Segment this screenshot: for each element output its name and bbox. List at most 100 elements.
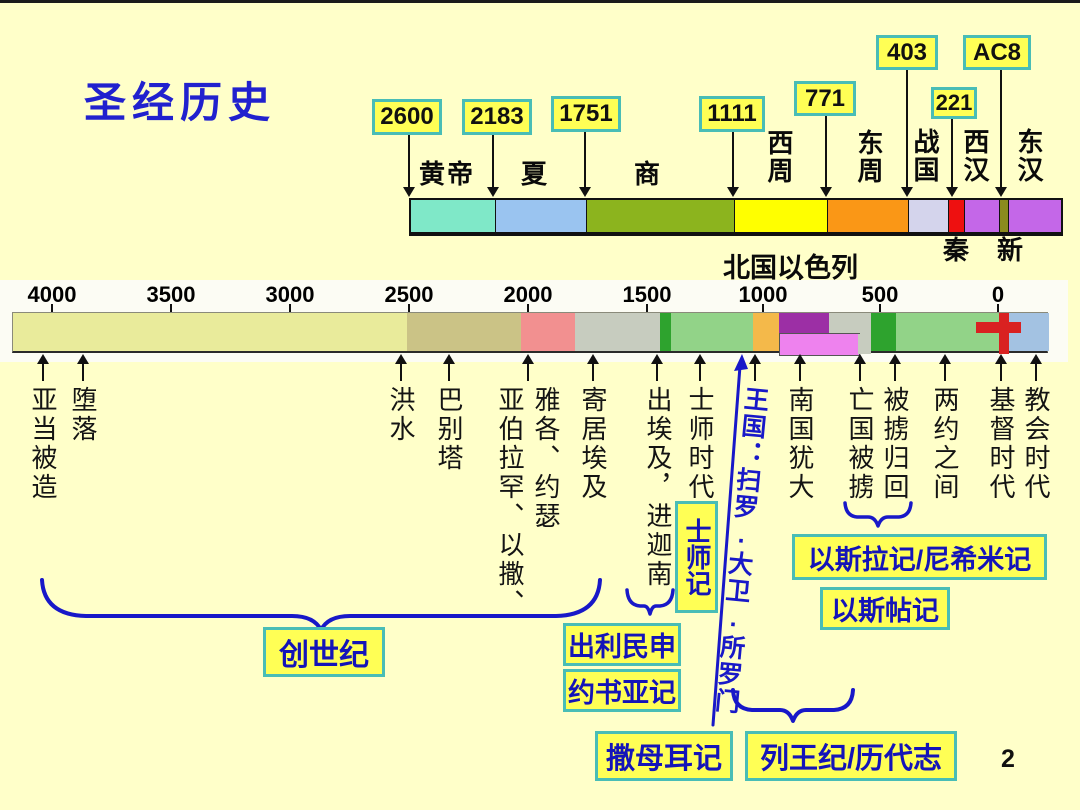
book-box-joshua: 约书亚记 [563,669,681,712]
era-segment-dongzhou [828,200,909,232]
callout-403: 403 [876,35,938,70]
event-arrow [443,354,455,381]
axis-label-1000: 1000 [738,282,788,307]
axis-tick [879,304,881,312]
axis-tick [997,304,999,312]
event-arrow [794,354,806,381]
event-arrow [395,354,407,381]
segment-postflood-era [407,313,521,351]
book-box-judges: 士师记 [675,501,718,613]
arrowhead-icon [820,187,832,197]
era-segment-qin [949,200,965,232]
event-arrow [889,354,901,381]
book-box-genesis: 创世纪 [263,627,385,677]
event-label-intertestamental: 两约之间 [930,386,960,502]
era-segment-shang [587,200,735,232]
event-arrow [522,354,534,381]
era-segment-zhanguo [909,200,949,232]
event-label-return: 被掳归回 [880,386,910,502]
callout-arrow-2183 [492,135,494,187]
event-label-adam-created: 亚当被造 [28,386,58,502]
north-kingdom-callout: 北国以色列 [723,253,858,283]
cross-icon [999,313,1009,354]
callout-arrow-771 [825,116,827,187]
callout-arrow-221 [951,119,953,187]
era-label-xizhou: 西周 [764,129,794,185]
callout-arrow-2600 [408,135,410,187]
axis-label-500: 500 [861,282,899,307]
arrowhead-icon [901,187,913,197]
brace-ezra [843,501,913,528]
era-label-zhanguo: 战国 [910,128,940,184]
arrowhead-icon [487,187,499,197]
event-arrow [77,354,89,381]
callout-1751: 1751 [551,96,621,132]
axis-label-4000: 4000 [27,282,77,307]
event-arrow [694,354,706,381]
segment-united-kingdom [753,313,779,351]
event-label-jacob-joseph: 雅各、约瑟 [531,386,561,531]
era-label-donghan: 东汉 [1014,128,1044,184]
bible-history-bar [12,312,1049,356]
segment-judges [671,313,753,351]
event-label-exodus-canaan: 出埃及，进迦南 [643,386,673,589]
era-segment-xia [496,200,587,232]
event-arrow [995,354,1007,381]
segment-south-judah [779,333,860,356]
era-label-xia: 夏 [521,159,548,189]
era-label-huangdi: 黄帝 [419,159,476,189]
axis-label-1500: 1500 [622,282,672,307]
axis-tick [289,304,291,312]
callout-771: 771 [794,81,856,116]
brace-exodus-books [625,588,675,616]
callout-221: 221 [931,87,977,119]
axis-label-2000: 2000 [503,282,553,307]
axis-label-0: 0 [991,282,1005,307]
event-label-christ-era: 基督时代 [986,386,1016,502]
event-label-abraham-isaac: 亚伯拉罕、以撒、 [495,386,525,618]
event-arrow [1030,354,1042,381]
arrowhead-icon [403,187,415,197]
book-box-ezra-nehemiah: 以斯拉记/尼希米记 [792,534,1047,580]
era-segment-xin [1000,200,1009,232]
book-box-samuel: 撒母耳记 [595,731,733,781]
callout-ac8: AC8 [963,35,1031,70]
china-dynasty-bar [409,198,1063,236]
era-segment-huangdi [411,200,496,232]
event-arrow-kingdom [749,354,761,381]
segment-egypt [575,313,660,351]
event-label-kingdom: 王国：扫罗.大卫.所罗门 [710,385,770,717]
segment-exile-top [829,313,871,334]
segment-creation-era [13,313,407,351]
segment-exile-bottom [858,334,871,354]
axis-label-2500: 2500 [384,282,434,307]
event-label-church-era: 教会时代 [1021,386,1051,502]
callout-2600: 2600 [372,99,442,135]
callout-arrow-403 [906,70,908,187]
callout-1111: 1111 [699,96,765,132]
era-segment-donghan [1009,200,1061,232]
era-label-xihan: 西汉 [960,128,990,184]
callout-arrow-1751 [584,132,586,187]
era-segment-xihan [965,200,1000,232]
segment-north-israel [779,313,829,334]
segment-exodus [660,313,671,351]
event-arrow [854,354,866,381]
callout-arrow-1111 [732,132,734,187]
callout-2183: 2183 [462,99,532,135]
event-label-south-judah: 南国犹大 [785,386,815,502]
era-label-xin: 新 [997,235,1024,265]
book-box-exodus-group: 出利民申 [563,623,681,666]
event-arrow [939,354,951,381]
axis-tick [646,304,648,312]
era-segment-xizhou [735,200,828,232]
event-arrow [587,354,599,381]
arrowhead-icon [946,187,958,197]
axis-label-3500: 3500 [146,282,196,307]
axis-tick [527,304,529,312]
axis-tick [51,304,53,312]
book-box-esther: 以斯帖记 [820,587,950,630]
event-label-fall: 堕落 [68,386,98,444]
era-label-dongzhou: 东周 [854,129,884,185]
